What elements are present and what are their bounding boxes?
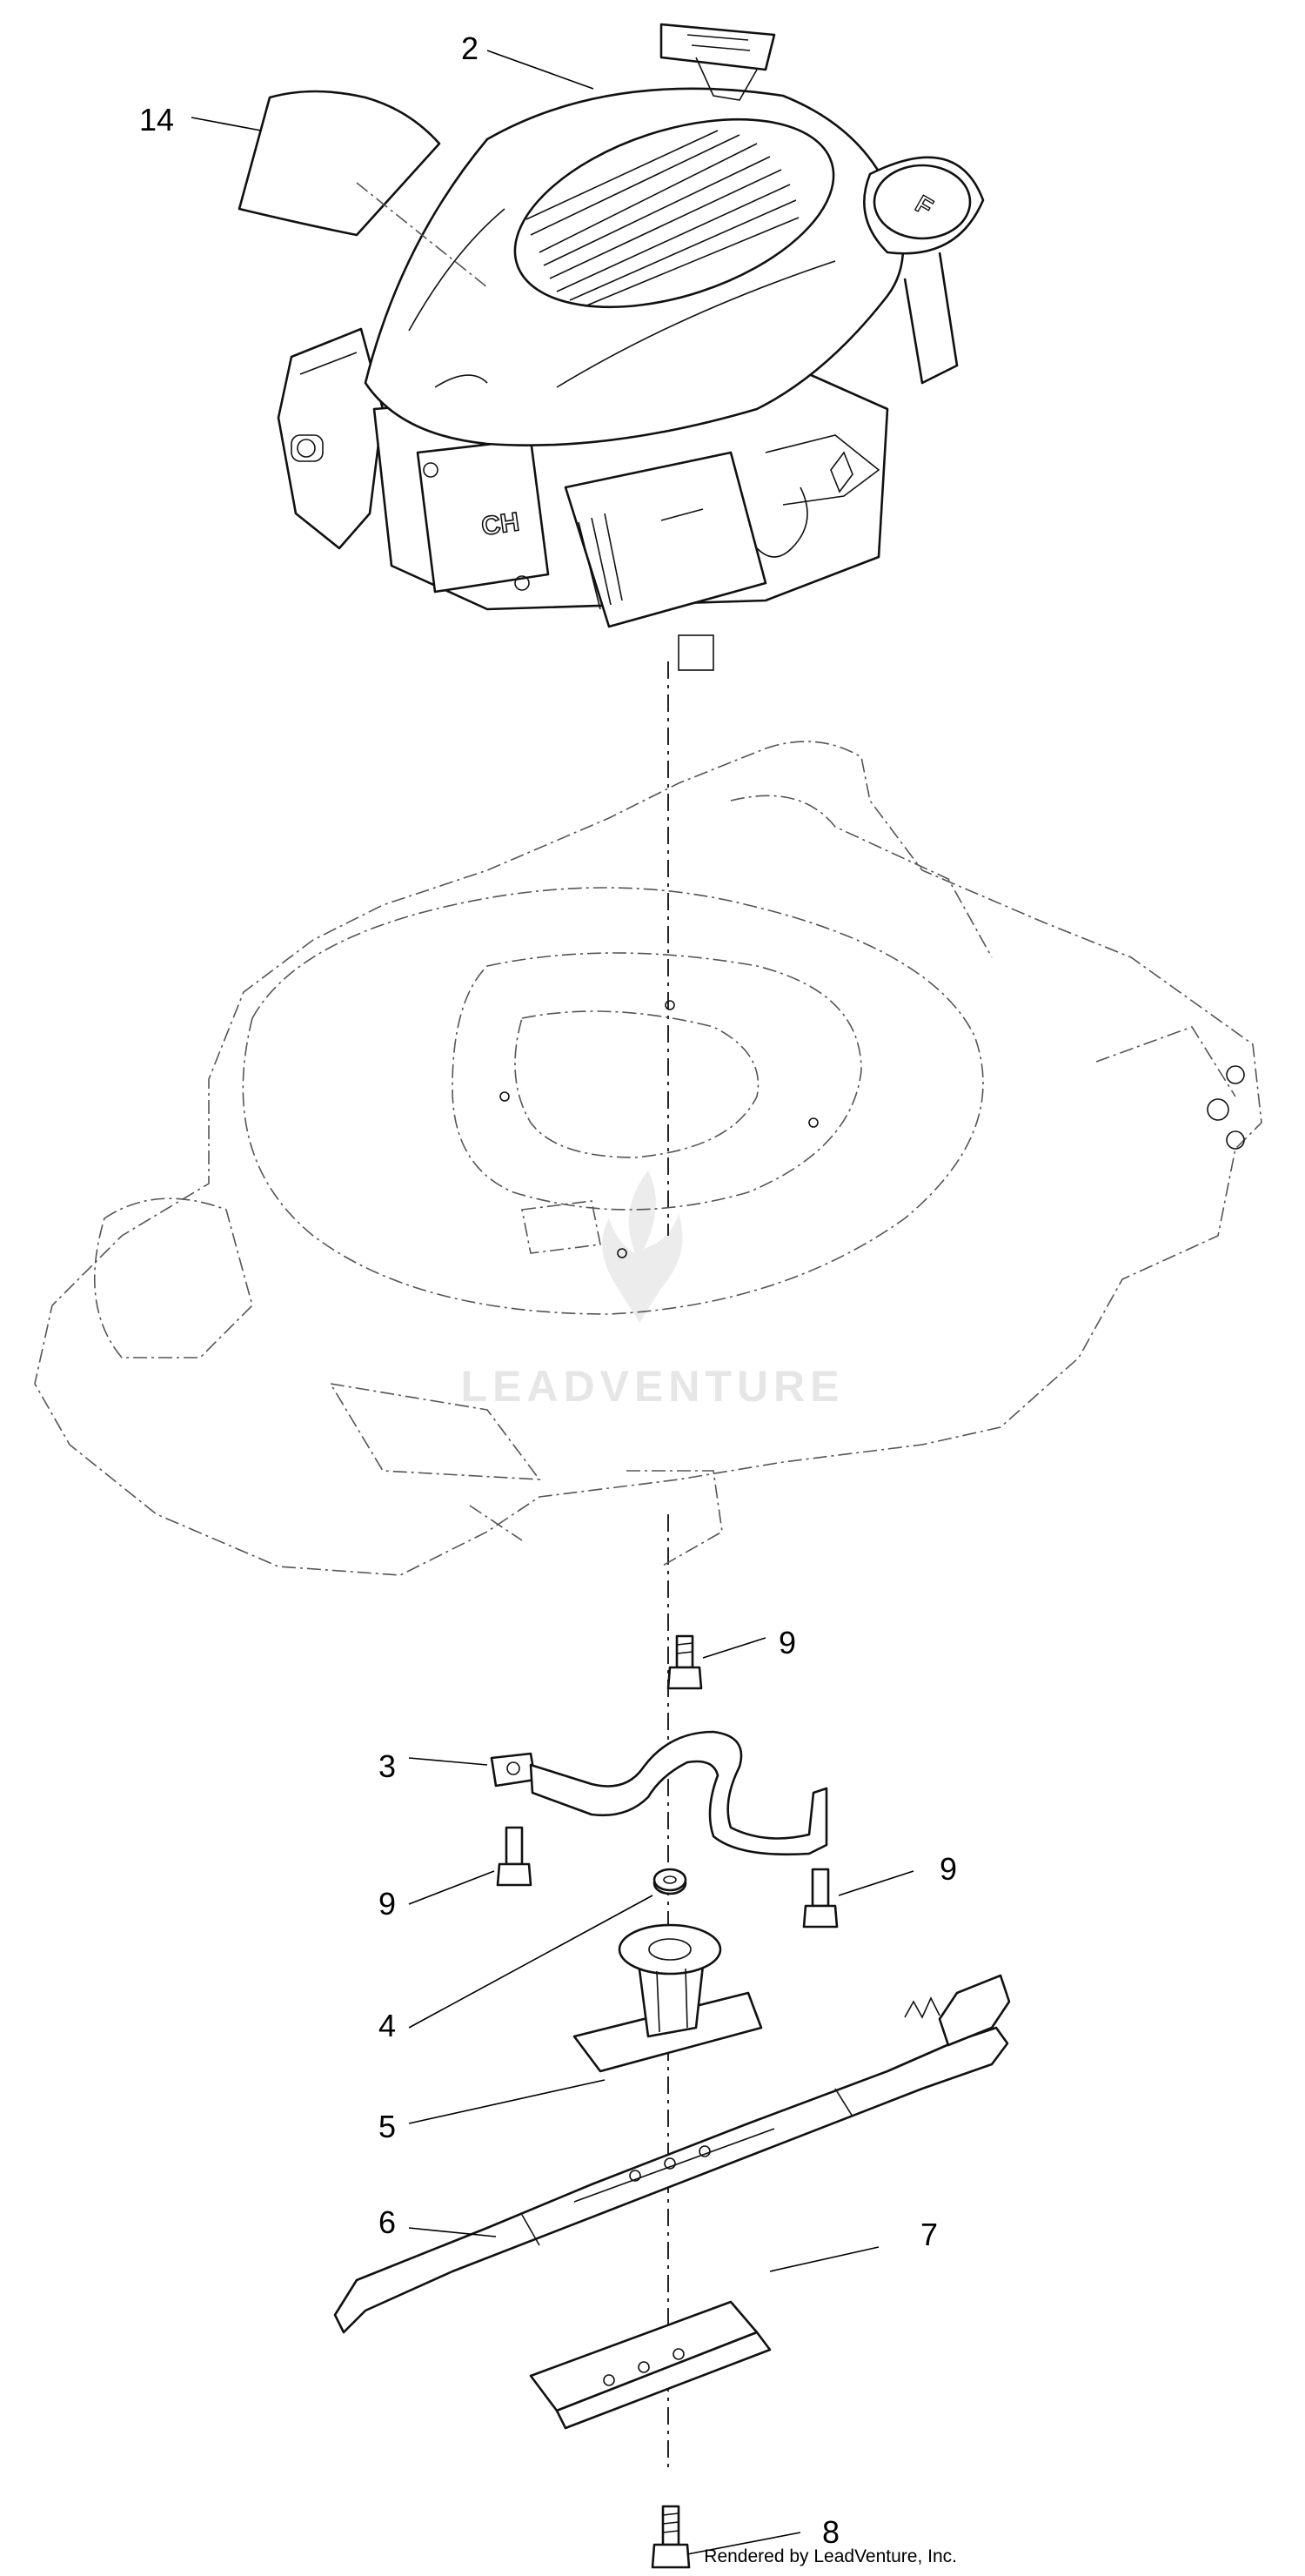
callout-9-left: 9 bbox=[378, 1886, 396, 1922]
blade bbox=[333, 1974, 1011, 2334]
engine: CH F bbox=[277, 23, 985, 671]
blade-plate bbox=[529, 2300, 772, 2430]
blade-bolt bbox=[651, 2505, 691, 2569]
callout-9-upper: 9 bbox=[779, 1625, 796, 1660]
svg-text:CH: CH bbox=[479, 507, 521, 541]
decal-guide bbox=[356, 182, 488, 288]
watermark: LEADVENTURE bbox=[460, 1171, 844, 1411]
decal bbox=[238, 90, 441, 237]
callout-4: 4 bbox=[378, 2008, 396, 2043]
callout-6: 6 bbox=[378, 2204, 396, 2240]
callout-14: 14 bbox=[139, 102, 174, 138]
callout-3: 3 bbox=[378, 1748, 396, 1784]
callout-9-right: 9 bbox=[940, 1851, 957, 1887]
bolt-upper bbox=[666, 1634, 703, 1690]
footer-credit: Rendered by LeadVenture, Inc. bbox=[704, 2546, 957, 2566]
callout-5: 5 bbox=[378, 2109, 396, 2144]
callout-7: 7 bbox=[920, 2217, 938, 2252]
bracket bbox=[490, 1730, 828, 1856]
washer bbox=[652, 1868, 687, 1895]
mower-deck bbox=[34, 741, 1262, 1576]
blade-adapter bbox=[572, 1923, 763, 2073]
callout-8: 8 bbox=[822, 2514, 840, 2550]
bolt-left bbox=[496, 1826, 532, 1887]
bolt-right bbox=[802, 1868, 839, 1929]
leader-lines bbox=[191, 50, 914, 2555]
watermark-text: LEADVENTURE bbox=[460, 1362, 844, 1411]
callout-2: 2 bbox=[461, 30, 478, 66]
